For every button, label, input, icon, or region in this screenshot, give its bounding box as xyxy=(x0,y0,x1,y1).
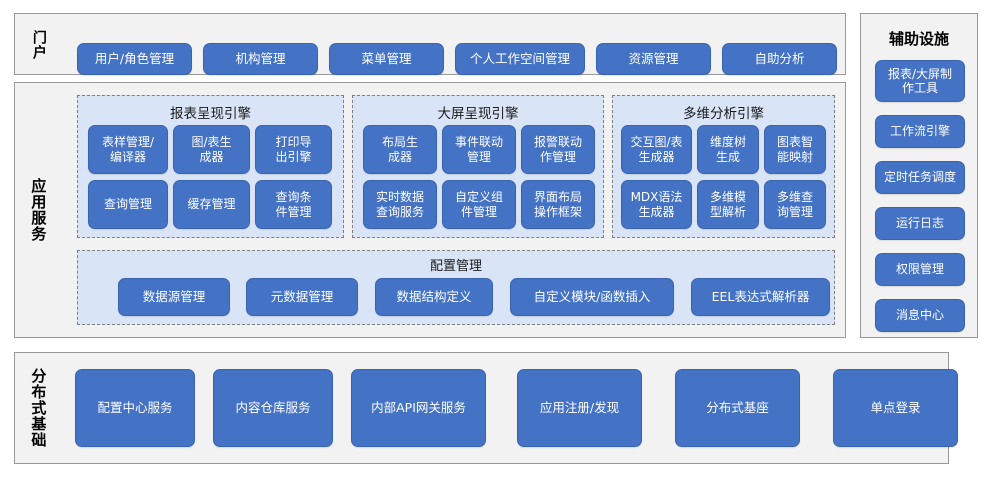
aux-item-report-bigscreen-tool[interactable]: 报表/大屏制 作工具 xyxy=(875,60,965,102)
config-item-datasource[interactable]: 数据源管理 xyxy=(118,278,230,316)
distributed-foundation-panel: 分布式基础 配置中心服务 内容仓库服务 内部API网关服务 应用注册/发现 分布… xyxy=(14,352,958,464)
aux-facilities-panel: 辅助设施 报表/大屏制 作工具 工作流引擎 定时任务调度 运行日志 权限管理 消… xyxy=(860,13,978,338)
portal-item-org[interactable]: 机构管理 xyxy=(203,43,318,75)
report-item-cache-management[interactable]: 缓存管理 xyxy=(173,180,250,229)
report-item-query-management[interactable]: 查询管理 xyxy=(88,180,168,229)
bigscreen-item-ui-layout-framework[interactable]: 界面布局 操作框架 xyxy=(521,180,595,229)
config-item-data-structure[interactable]: 数据结构定义 xyxy=(375,278,493,316)
aux-facilities-title: 辅助设施 xyxy=(888,30,949,48)
distributed-item-sso[interactable]: 单点登录 xyxy=(833,369,958,447)
portal-item-resource[interactable]: 资源管理 xyxy=(596,43,711,75)
olap-item-interactive-chart-generator[interactable]: 交互图/表 生成器 xyxy=(621,125,692,174)
distributed-item-distributed-base[interactable]: 分布式基座 xyxy=(675,369,800,447)
report-item-chart-table-generator[interactable]: 图/表生 成器 xyxy=(173,125,250,174)
portal-item-workspace[interactable]: 个人工作空间管理 xyxy=(455,43,585,75)
distributed-item-internal-api-gateway[interactable]: 内部API网关服务 xyxy=(351,369,486,447)
report-item-query-condition[interactable]: 查询条 件管理 xyxy=(255,180,332,229)
aux-item-runtime-log[interactable]: 运行日志 xyxy=(875,207,965,240)
bigscreen-item-event-linkage[interactable]: 事件联动 管理 xyxy=(442,125,516,174)
config-management-title: 配置管理 xyxy=(429,259,482,274)
engine-title-olap: 多维分析引擎 xyxy=(683,106,764,122)
bigscreen-item-layout-generator[interactable]: 布局生 成器 xyxy=(363,125,437,174)
aux-item-scheduled-task[interactable]: 定时任务调度 xyxy=(875,161,965,194)
config-item-metadata[interactable]: 元数据管理 xyxy=(246,278,358,316)
aux-item-permission-management[interactable]: 权限管理 xyxy=(875,253,965,286)
engine-group-olap: 多维分析引擎 交互图/表 生成器 维度树 生成 图表智 能映射 MDX语法 生成… xyxy=(612,95,835,238)
bigscreen-item-custom-component[interactable]: 自定义组 件管理 xyxy=(442,180,516,229)
olap-item-query-management[interactable]: 多维查 询管理 xyxy=(764,180,826,229)
portal-item-user-role[interactable]: 用户/角色管理 xyxy=(77,43,192,75)
bigscreen-item-realtime-query[interactable]: 实时数据 查询服务 xyxy=(363,180,437,229)
portal-item-menu[interactable]: 菜单管理 xyxy=(329,43,444,75)
engine-title-report: 报表呈现引擎 xyxy=(170,106,251,122)
distributed-item-content-repository[interactable]: 内容仓库服务 xyxy=(213,369,333,447)
olap-item-mdx-generator[interactable]: MDX语法 生成器 xyxy=(621,180,692,229)
aux-item-workflow-engine[interactable]: 工作流引擎 xyxy=(875,115,965,148)
engine-group-report: 报表呈现引擎 表样管理/ 编译器 图/表生 成器 打印导 出引擎 查询管理 缓存… xyxy=(77,95,344,238)
app-service-panel: 应用服务 报表呈现引擎 表样管理/ 编译器 图/表生 成器 打印导 出引擎 查询… xyxy=(14,82,846,338)
aux-item-message-center[interactable]: 消息中心 xyxy=(875,299,965,332)
olap-item-chart-smart-mapping[interactable]: 图表智 能映射 xyxy=(764,125,826,174)
app-service-label: 应用服务 xyxy=(29,178,48,242)
report-item-template-editor[interactable]: 表样管理/ 编译器 xyxy=(88,125,168,174)
config-item-eel-expression-parser[interactable]: EEL表达式解析器 xyxy=(691,278,830,316)
portal-label: 门户 xyxy=(30,30,47,60)
report-item-print-export-engine[interactable]: 打印导 出引擎 xyxy=(255,125,332,174)
olap-item-model-parser[interactable]: 多维模 型解析 xyxy=(697,180,759,229)
engine-group-bigscreen: 大屏呈现引擎 布局生 成器 事件联动 管理 报警联动 作管理 实时数据 查询服务… xyxy=(352,95,604,238)
portal-panel: 门户 用户/角色管理 机构管理 菜单管理 个人工作空间管理 资源管理 自助分析 xyxy=(14,13,846,75)
bigscreen-item-alarm-linkage-action[interactable]: 报警联动 作管理 xyxy=(521,125,595,174)
olap-item-dimension-tree[interactable]: 维度树 生成 xyxy=(697,125,759,174)
distributed-foundation-label: 分布式基础 xyxy=(29,368,48,448)
config-item-custom-module-function[interactable]: 自定义模块/函数插入 xyxy=(510,278,674,316)
engine-title-bigscreen: 大屏呈现引擎 xyxy=(437,106,519,122)
distributed-item-app-registry-discovery[interactable]: 应用注册/发现 xyxy=(517,369,642,447)
portal-item-self-analysis[interactable]: 自助分析 xyxy=(722,43,837,75)
distributed-item-config-center[interactable]: 配置中心服务 xyxy=(75,369,195,447)
config-management-group: 配置管理 数据源管理 元数据管理 数据结构定义 自定义模块/函数插入 EEL表达… xyxy=(77,250,835,325)
